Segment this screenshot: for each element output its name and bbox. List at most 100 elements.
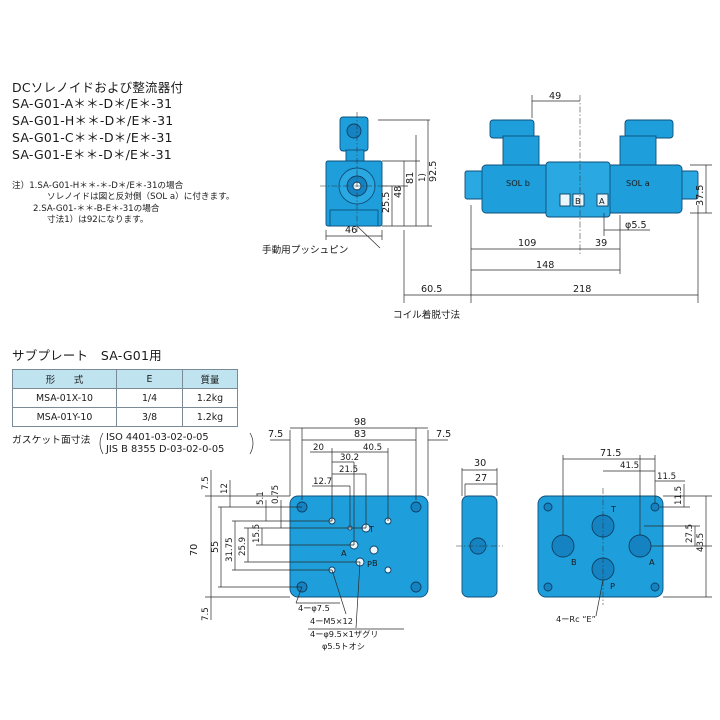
dim-15-5: 15.5 [252, 524, 262, 543]
valve-drawing: 46 25.5 48 81 1) 92.5 手動用プッシュピン [262, 91, 712, 321]
header-title: DCソレノイドおよび整流器付 [12, 80, 184, 95]
gasket-std-2: JIS B 8355 D-03-02-0-05 [106, 444, 225, 455]
tag-b-box [572, 193, 585, 207]
callout-zaguri: 4ーφ9.5×1ザグリ [310, 629, 378, 639]
bottom-port-p-label: P [610, 581, 615, 591]
corner-hole-tr [410, 501, 422, 513]
dim-70: 70 [189, 544, 200, 556]
dim-7-5-bottom: 7.5 [201, 607, 211, 621]
bottom-port-b [551, 534, 575, 558]
dim-46: 46 [345, 225, 357, 236]
dim-20: 20 [313, 443, 324, 453]
sol-a-label: SOL a [626, 178, 650, 188]
bottom-port-a-label: A [649, 557, 655, 567]
bottom-port-t-label: T [610, 504, 617, 514]
push-pin-label: 手動用プッシュピン [262, 244, 348, 256]
callout-tooshi: φ5.5トオシ [322, 641, 365, 651]
dim-49: 49 [549, 91, 561, 102]
note-2-line-a: 2.SA-G01-＊＊-B-E＊-31の場合 [33, 204, 160, 214]
dim-31-75: 31.75 [225, 537, 235, 562]
m5-hole-4 [384, 566, 392, 574]
note-1-line-a: 注）1.SA-G01-H＊＊-＊-D＊/E＊-31の場合 [12, 181, 184, 191]
dim-43-5: 43.5 [696, 533, 706, 552]
dim-7-5-right: 7.5 [436, 429, 451, 440]
valve-side-view: 46 25.5 48 81 1) 92.5 [320, 112, 439, 249]
dim-71-5: 71.5 [600, 448, 621, 459]
table-row: MSA-01X-10 1/4 1.2kg [12, 388, 238, 408]
cell-model: MSA-01Y-10 [12, 407, 117, 427]
model-line-1: SA-G01-A＊＊-D＊/E＊-31 [12, 96, 173, 111]
dim-83: 83 [354, 429, 366, 440]
callout-rc: 4ーRc “E” [556, 614, 596, 624]
table-row: MSA-01Y-10 3/8 1.2kg [12, 407, 238, 427]
note-1-line-b: ソレノイドは図と反対側（SOL a）に付きます。 [47, 192, 235, 202]
dim-41-5: 41.5 [620, 461, 639, 471]
dim-92-5: 92.5 [428, 161, 439, 182]
port-t-label: T [368, 524, 375, 534]
dim-12: 12 [220, 483, 230, 494]
dim-98: 98 [354, 417, 366, 428]
dim-27-5: 27.5 [685, 524, 695, 543]
bottom-corner-hole-br [650, 582, 660, 592]
gasket-label: ガスケット面寸法 [12, 435, 91, 446]
dim-25-5: 25.5 [381, 192, 392, 213]
dim-5-1: 5.1 [256, 491, 266, 505]
model-line-2: SA-G01-H＊＊-D＊/E＊-31 [12, 113, 174, 128]
valve-front-view: B A SOL b SOL a 49 37.5 φ5.5 109 39 148 [403, 91, 712, 303]
dim-37-5: 37.5 [695, 185, 706, 206]
dim-55: 55 [210, 541, 221, 553]
model-line-3: SA-G01-C＊＊-D＊/E＊-31 [12, 130, 173, 145]
dim-11-5-side: 11.5 [674, 486, 684, 505]
dim-81: 81 [405, 172, 416, 184]
plate-bottom-view: T B A P [537, 488, 664, 605]
dim-148: 148 [536, 260, 554, 271]
coil-removal-label: コイル着脱寸法 [393, 309, 461, 321]
dim-7-5-top: 7.5 [201, 476, 211, 490]
dim-109: 109 [518, 238, 536, 249]
dim-side-27: 27 [475, 473, 487, 484]
col-header-mass: 質量 [182, 369, 238, 389]
side-connector-hole [346, 123, 362, 139]
side-base [329, 209, 379, 227]
dim-phi5-5: φ5.5 [625, 220, 647, 231]
port-a-label: A [341, 548, 347, 558]
callout-m5: 4ーM5×12 [310, 616, 353, 626]
port-p-label: P [367, 559, 372, 569]
dim-12-7: 12.7 [313, 477, 332, 487]
col-header-e: E [116, 369, 183, 389]
bottom-plate-body [537, 495, 664, 598]
tag-a: A [599, 196, 605, 206]
model-line-4: SA-G01-E＊＊-D＊/E＊-31 [12, 147, 172, 162]
dim-side-30: 30 [474, 458, 486, 469]
table-header-row: 形 式 E 質量 [12, 369, 238, 389]
callout-phi7-5: 4ーφ7.5 [298, 603, 330, 613]
dim-21-5: 21.5 [339, 465, 358, 475]
sol-b-label: SOL b [506, 178, 530, 188]
dim-218: 218 [573, 284, 591, 295]
tag-b: B [575, 196, 581, 206]
bottom-corner-hole-bl [543, 582, 553, 592]
subplate-table: 形 式 E 質量 MSA-01X-10 1/4 1.2kg MSA-01Y-10… [12, 369, 238, 427]
tag-small-left [559, 193, 571, 207]
bottom-corner-hole-tr [650, 502, 660, 512]
dim-0-75: 0.75 [271, 485, 281, 504]
bottom-corner-hole-tl [543, 502, 553, 512]
cell-mass: 1.2kg [182, 407, 238, 427]
dim-48: 48 [393, 186, 404, 198]
dim-7-5-left: 7.5 [268, 429, 283, 440]
dim-40-5: 40.5 [363, 443, 382, 453]
dim-note-1: 1) [418, 173, 428, 182]
bottom-port-b-label: B [571, 557, 577, 567]
port-b-hole [369, 545, 379, 555]
dim-39: 39 [595, 238, 607, 249]
dim-25-9: 25.9 [238, 537, 248, 556]
plate-side-view: 30 27 [456, 458, 503, 598]
bottom-port-a [628, 534, 652, 558]
note-2-line-b: 寸法1）は92になります。 [47, 215, 149, 225]
dim-11-5-top: 11.5 [657, 472, 676, 482]
corner-hole-br [410, 581, 422, 593]
dim-30-2: 30.2 [340, 453, 359, 463]
dim-60-5: 60.5 [421, 284, 442, 295]
gasket-std-1: ISO 4401-03-02-0-05 [106, 432, 209, 443]
